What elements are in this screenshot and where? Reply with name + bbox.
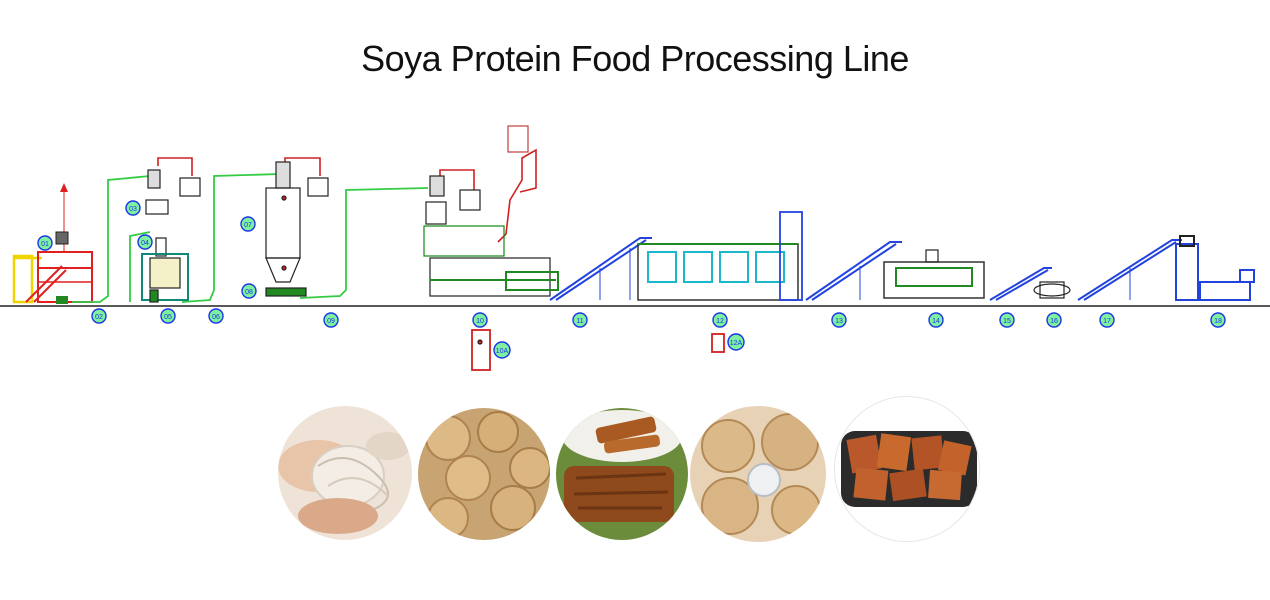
marker-17: 17 <box>1099 312 1115 328</box>
marker-12a: 12A <box>727 333 745 351</box>
photo-soy-slices-on-leaf <box>556 408 688 540</box>
marker-14: 14 <box>928 312 944 328</box>
page-title: Soya Protein Food Processing Line <box>361 38 909 79</box>
svg-text:03: 03 <box>129 206 137 213</box>
svg-text:07: 07 <box>244 222 252 229</box>
photo-soy-chunks <box>418 408 550 540</box>
marker-10a: 10A <box>493 341 511 359</box>
svg-text:12: 12 <box>716 318 724 325</box>
svg-text:10: 10 <box>476 318 484 325</box>
marker-10: 10 <box>472 312 488 328</box>
svg-text:06: 06 <box>212 314 220 321</box>
marker-05: 05 <box>160 308 176 324</box>
marker-13: 13 <box>831 312 847 328</box>
svg-text:09: 09 <box>327 318 335 325</box>
photo-fried-soy-pieces <box>834 396 980 542</box>
station-18-packing <box>1175 235 1255 301</box>
svg-text:13: 13 <box>835 318 843 325</box>
station-14-oven <box>883 249 985 299</box>
svg-text:04: 04 <box>141 240 149 247</box>
marker-18: 18 <box>1210 312 1226 328</box>
svg-text:11: 11 <box>576 318 583 325</box>
marker-09: 09 <box>323 312 339 328</box>
svg-text:14: 14 <box>932 318 940 325</box>
marker-15: 15 <box>999 312 1015 328</box>
svg-text:16: 16 <box>1050 318 1058 325</box>
svg-text:18: 18 <box>1214 318 1222 325</box>
svg-text:02: 02 <box>95 314 103 321</box>
station-06-09-silo <box>265 161 329 297</box>
conveyor-11 <box>549 237 652 301</box>
svg-text:17: 17 <box>1103 318 1111 325</box>
station-16-seasoning <box>1033 281 1071 299</box>
marker-02: 02 <box>91 308 107 324</box>
svg-text:15: 15 <box>1003 318 1011 325</box>
svg-text:08: 08 <box>245 289 253 296</box>
svg-text:10A: 10A <box>496 348 509 355</box>
photo-soy-nuggets-with-coin <box>690 406 826 542</box>
marker-12: 12 <box>712 312 728 328</box>
marker-01: 01 <box>37 235 53 251</box>
marker-06: 06 <box>208 308 224 324</box>
green-feed-pipes <box>72 173 429 303</box>
conveyor-13 <box>805 241 902 301</box>
marker-04: 04 <box>137 234 153 250</box>
conveyor-15 <box>989 267 1052 301</box>
svg-text:01: 01 <box>41 241 49 248</box>
station-02-05-mixing <box>141 169 201 303</box>
marker-07: 07 <box>240 216 256 232</box>
svg-text:12A: 12A <box>730 340 743 347</box>
marker-11: 11 <box>572 312 588 328</box>
station-10-extruder <box>423 125 559 371</box>
station-12-dryer <box>637 211 803 353</box>
marker-16: 16 <box>1046 312 1062 328</box>
marker-08: 08 <box>241 283 257 299</box>
conveyor-17 <box>1077 239 1182 301</box>
station-markers: 01 02 03 04 05 06 07 08 09 10 10A 11 12 … <box>37 200 1226 359</box>
station-01-feeding-platform <box>12 183 93 304</box>
red-vacuum-pipes <box>157 148 537 243</box>
marker-03: 03 <box>125 200 141 216</box>
svg-text:05: 05 <box>164 314 172 321</box>
photo-shredded-soy-protein <box>278 406 412 540</box>
